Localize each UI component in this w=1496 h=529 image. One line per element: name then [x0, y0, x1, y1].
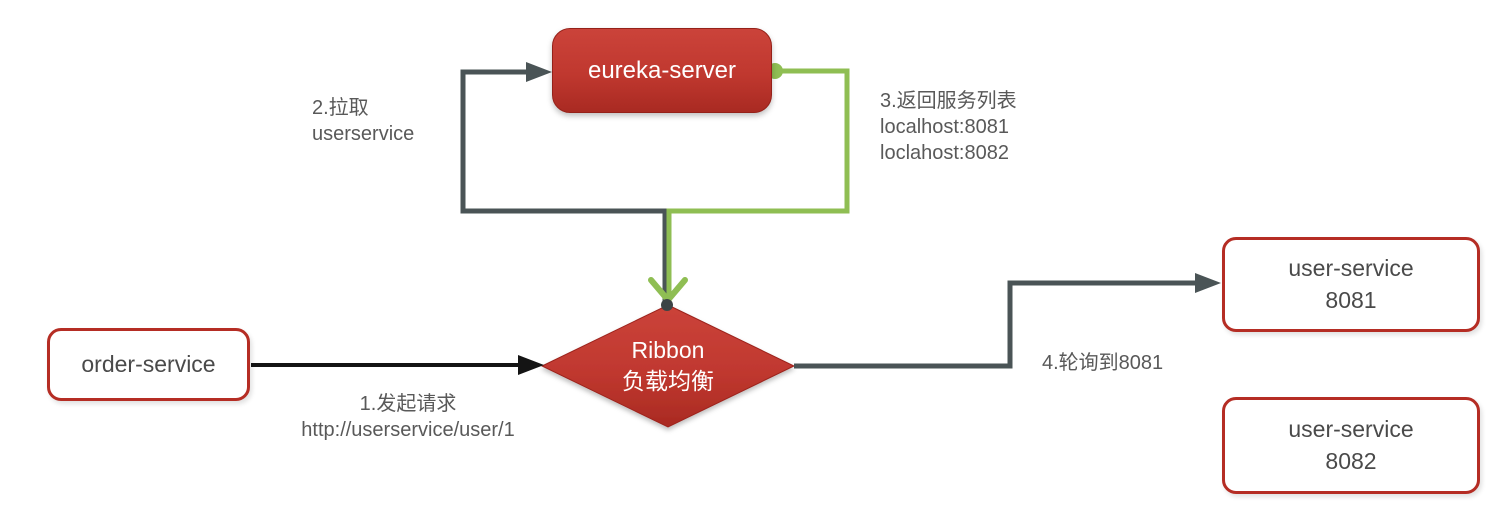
annotation-step1-line1: 1.发起请求: [359, 393, 457, 415]
annotation-step2-line2: userservice: [312, 123, 415, 145]
node-eureka-server-label: eureka-server: [587, 56, 737, 84]
node-user-service-8081: user-service 8081: [1222, 237, 1480, 332]
annotation-step1-line2: http://userservice/user/1: [301, 419, 515, 441]
node-user-service-8082: user-service 8082: [1222, 397, 1480, 494]
arrow-step1-request: [251, 355, 544, 375]
node-user-service-8081-port: 8081: [1325, 286, 1377, 313]
arrow-step2-pull: [460, 62, 668, 303]
node-user-service-8081-name: user-service: [1288, 255, 1414, 282]
annotation-step2-line1: 2.拉取: [312, 97, 369, 119]
annotation-step4-text: 4.轮询到8081: [1042, 352, 1164, 374]
annotation-step3-line3: loclahost:8082: [880, 142, 1009, 164]
node-eureka-server: eureka-server: [552, 28, 772, 113]
ribbon-diamond-shape: [540, 304, 796, 428]
node-user-service-8082-port: 8082: [1325, 447, 1377, 474]
diamond-top-dot: [661, 299, 673, 311]
annotation-step1: 1.发起请求 http://userservice/user/1: [277, 391, 539, 443]
annotation-step3-line1: 3.返回服务列表: [880, 90, 1017, 112]
node-order-service: order-service: [47, 328, 250, 401]
annotation-step3: 3.返回服务列表 localhost:8081 loclahost:8082: [880, 88, 1017, 166]
node-user-service-8082-name: user-service: [1288, 416, 1414, 443]
node-order-service-label: order-service: [81, 350, 216, 377]
annotation-step4: 4.轮询到8081: [1042, 350, 1163, 376]
annotation-step2: 2.拉取 userservice: [312, 95, 414, 147]
arrow-step4-route: [794, 273, 1221, 369]
annotation-step3-line2: localhost:8081: [880, 116, 1009, 138]
